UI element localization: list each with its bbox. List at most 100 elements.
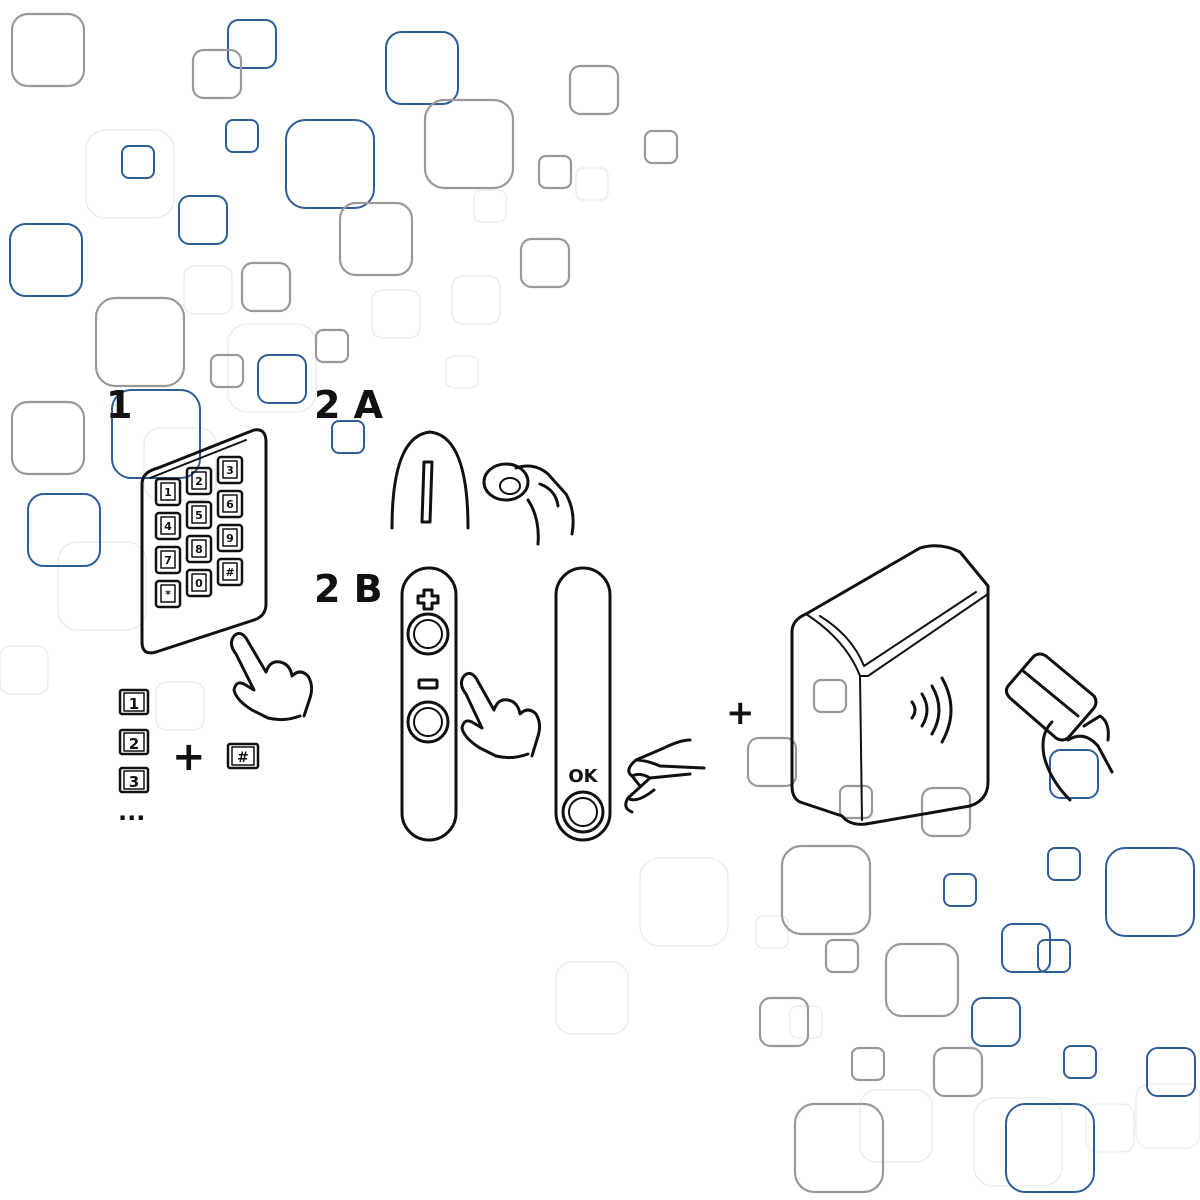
background-square — [209, 353, 245, 389]
join-plus-sign: + — [726, 693, 755, 733]
keypad-key[interactable]: 6 — [216, 489, 244, 519]
background-square — [755, 915, 789, 949]
keypad-key-label: 6 — [226, 498, 234, 511]
background-square — [537, 154, 573, 190]
background-square — [451, 275, 501, 325]
keypad-key[interactable]: 5 — [185, 500, 213, 530]
background-square — [9, 223, 83, 297]
background-square — [884, 942, 960, 1018]
background-square — [1005, 1103, 1095, 1193]
background-square — [285, 119, 375, 209]
background-square — [257, 354, 307, 404]
svg-text:3: 3 — [129, 773, 139, 791]
background-square — [920, 786, 972, 838]
background-square — [191, 48, 243, 100]
code-key-1: 1 — [118, 688, 150, 716]
hand-holding-card-icon — [1004, 652, 1114, 802]
ok-button[interactable] — [561, 790, 605, 834]
background-square — [240, 261, 292, 313]
background-square — [338, 201, 414, 277]
background-square — [793, 1102, 885, 1194]
remote-plus-button[interactable] — [406, 612, 450, 656]
keypad-key[interactable]: * — [154, 579, 182, 609]
keypad-key[interactable]: # — [216, 557, 244, 587]
background-square — [838, 784, 874, 820]
background-square — [859, 1089, 933, 1163]
background-square — [971, 997, 1021, 1047]
background-square — [850, 1046, 886, 1082]
keypad-key[interactable]: 4 — [154, 511, 182, 541]
background-square — [1146, 1047, 1196, 1097]
background-square — [789, 1005, 823, 1039]
keypad-key-label: 2 — [195, 475, 203, 488]
background-square — [568, 64, 620, 116]
background-square — [111, 389, 201, 479]
keypad-key-label: 7 — [164, 554, 172, 567]
background-square — [423, 98, 515, 190]
background-square — [178, 195, 228, 245]
background-square — [385, 31, 459, 105]
nfc-contactless-icon — [910, 676, 953, 744]
keypad-key-label: 8 — [195, 543, 203, 556]
background-square — [27, 493, 101, 567]
hand-pointing-ok-icon — [624, 738, 706, 814]
background-square — [225, 119, 259, 153]
hand-pressing-remote-icon — [459, 671, 542, 760]
background-square — [57, 541, 147, 631]
background-square — [643, 129, 679, 165]
remote-minus-symbol — [417, 678, 439, 690]
code-plus-sign: + — [172, 734, 206, 780]
keypad-key-label: 3 — [226, 464, 234, 477]
keypad-key[interactable]: 0 — [185, 568, 213, 598]
background-square — [746, 736, 798, 788]
background-square — [1105, 847, 1195, 937]
keypad-key-label: * — [165, 588, 171, 601]
keypad-key[interactable]: 7 — [154, 545, 182, 575]
background-square — [1085, 1103, 1135, 1153]
svg-text:2: 2 — [129, 735, 139, 753]
plus-minus-remote — [400, 566, 458, 842]
background-square — [10, 400, 86, 476]
keypad-key[interactable]: 9 — [216, 523, 244, 553]
keypad-key[interactable]: 8 — [185, 534, 213, 564]
background-square — [0, 645, 49, 695]
code-ellipsis: ... — [118, 798, 145, 826]
keypad-key[interactable]: 3 — [216, 455, 244, 485]
keypad-key-label: 9 — [226, 532, 234, 545]
keypad-key[interactable]: 1 — [154, 477, 182, 507]
remote-minus-button[interactable] — [406, 700, 450, 744]
keypad-key-label: # — [225, 566, 234, 579]
background-square — [758, 996, 810, 1048]
background-squares — [0, 12, 1200, 1194]
background-square — [85, 129, 175, 219]
background-square — [973, 1097, 1063, 1187]
keypad-key-label: 4 — [164, 520, 172, 533]
background-square — [1049, 749, 1099, 799]
background-square — [1001, 923, 1051, 973]
svg-text:1: 1 — [129, 695, 139, 713]
keypad-key[interactable]: 2 — [185, 466, 213, 496]
background-square — [555, 961, 629, 1035]
hand-pressing-keypad-icon — [229, 631, 314, 722]
background-square — [10, 12, 86, 88]
locker-unit — [790, 544, 990, 826]
background-square — [824, 938, 860, 974]
sensor-reader-icon — [390, 430, 470, 530]
background-square — [183, 265, 233, 315]
background-square — [155, 681, 205, 731]
keypad-key-label: 1 — [164, 486, 172, 499]
background-square — [639, 857, 729, 947]
background-square — [331, 420, 365, 454]
keypad-keys: 1 2 3 456 7 8 9 * 0 # — [154, 455, 244, 609]
background-square — [121, 145, 155, 179]
keypad-key-label: 0 — [195, 577, 203, 590]
svg-text:#: # — [237, 750, 249, 766]
background-square — [575, 167, 609, 201]
code-key-2: 2 — [118, 728, 150, 756]
step-2b-label: 2 B — [314, 567, 383, 611]
background-square — [227, 19, 277, 69]
confirm-hash-key: # — [226, 742, 260, 770]
step-1-label: 1 — [106, 383, 132, 427]
background-square — [227, 323, 317, 413]
